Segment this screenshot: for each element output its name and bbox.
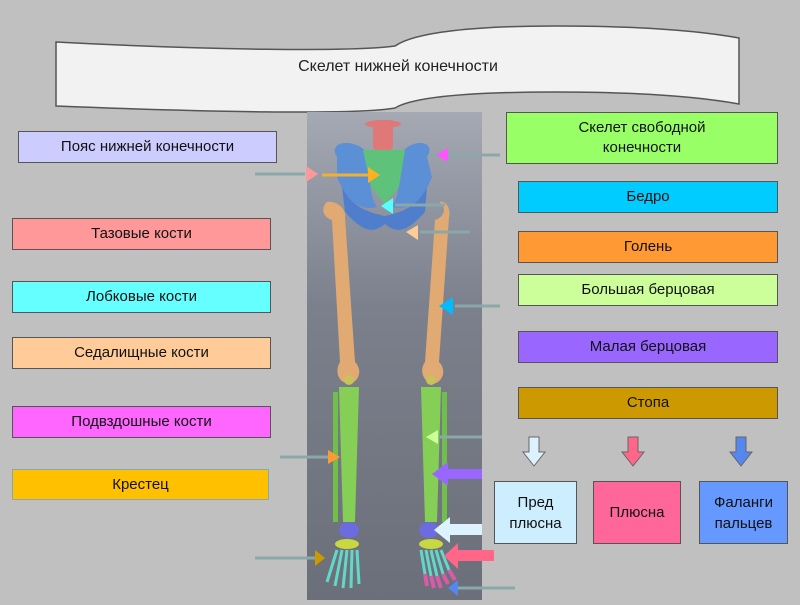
patella-right xyxy=(426,375,436,385)
label-iliac-bones: Подвздошные кости xyxy=(12,406,271,438)
label-text: Малая берцовая xyxy=(589,338,707,355)
down-arrow-phalanges-icon xyxy=(728,436,754,467)
arrow-metatarsus-icon xyxy=(444,543,458,569)
femur-right xyxy=(422,201,450,384)
arrow-shin-icon xyxy=(328,450,340,464)
label-text: Пояс нижней конечности xyxy=(60,138,235,155)
arrow-phalanges-icon xyxy=(448,580,458,596)
label-tibia: Большая берцовая xyxy=(518,274,778,306)
arrow-pelvic-girdle-icon xyxy=(306,166,318,182)
phalanges-right xyxy=(423,568,457,589)
cuneiform-left xyxy=(335,539,359,549)
foot-part-text: Плюсна xyxy=(609,504,665,521)
foot-bones-right xyxy=(419,549,451,577)
title-banner: Скелет нижней конечности xyxy=(55,20,741,115)
foot-part-text: Пред плюсна xyxy=(509,493,562,532)
vertebra-process xyxy=(365,120,401,128)
label-text: Стопа xyxy=(626,394,670,411)
arrow-tibia-icon xyxy=(426,430,438,444)
label-pelvic-bones: Тазовые кости xyxy=(12,218,271,250)
label-shin: Голень xyxy=(518,231,778,263)
arrow-metatarsus-shaft xyxy=(458,550,494,561)
label-free-limb-skeleton: Скелет свободной конечности xyxy=(506,112,778,164)
label-femur: Бедро xyxy=(518,181,778,213)
down-arrow-tarsus-icon xyxy=(521,436,547,467)
label-text: Большая берцовая xyxy=(581,281,715,298)
arrow-lines xyxy=(255,153,515,590)
cuneiform-right xyxy=(419,539,443,549)
arrow-tarsus-shaft xyxy=(450,524,482,535)
pubic-ischial-bones xyxy=(342,187,427,230)
arrow-foot-icon xyxy=(315,550,325,566)
label-fibula: Малая берцовая xyxy=(518,331,778,363)
label-ischial-bones: Седалищные кости xyxy=(12,337,271,369)
arrow-iliac-icon xyxy=(436,148,448,162)
page-title: Скелет нижней конечности xyxy=(298,58,498,75)
fibula-right xyxy=(442,392,447,522)
label-sacrum: Крестец xyxy=(12,469,269,500)
label-text: Лобковые кости xyxy=(86,288,197,305)
arrow-fibula-shaft xyxy=(448,469,482,479)
foot-part-metatarsus: Плюсна xyxy=(593,481,681,544)
tibia-right xyxy=(421,387,441,522)
label-text: Подвздошные кости xyxy=(71,413,212,430)
foot-bones-left xyxy=(325,549,361,589)
foot-part-text: Фаланги пальцев xyxy=(714,493,773,532)
label-foot: Стопа xyxy=(518,387,778,419)
tarsus-left xyxy=(339,522,359,538)
label-text: Бедро xyxy=(626,188,670,205)
label-pelvic-girdle: Пояс нижней конечности xyxy=(18,131,277,163)
foot-part-tarsus: Пред плюсна xyxy=(494,481,577,544)
label-text: Седалищные кости xyxy=(74,344,209,361)
sacrum xyxy=(363,150,405,204)
arrow-fibula-icon xyxy=(432,462,448,486)
arrow-tarsus-icon xyxy=(434,517,450,543)
label-text: Крестец xyxy=(112,475,169,493)
tarsus-right xyxy=(419,522,439,538)
banner-shape xyxy=(55,25,740,113)
femur-left xyxy=(323,201,360,384)
patella-left xyxy=(344,375,354,385)
arrow-femur-icon xyxy=(439,297,453,315)
label-text: Тазовые кости xyxy=(91,225,192,242)
down-arrow-metatarsus-icon xyxy=(620,436,646,467)
label-pubic-bones: Лобковые кости xyxy=(12,281,271,313)
foot-part-phalanges: Фаланги пальцев xyxy=(699,481,788,544)
tibia-left xyxy=(339,387,359,522)
arrow-pubic-icon xyxy=(381,198,393,214)
label-text: Голень xyxy=(623,238,673,255)
arrow-ischial-icon xyxy=(406,225,418,240)
label-text: Скелет свободной конечности xyxy=(578,119,706,156)
arrow-sacrum-icon xyxy=(368,167,380,183)
